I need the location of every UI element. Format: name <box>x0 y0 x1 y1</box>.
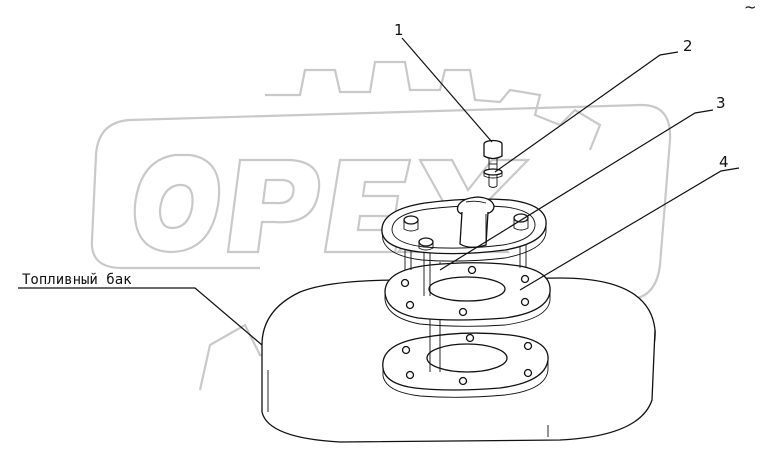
callout-1: 1 <box>394 21 404 39</box>
leader-lines <box>18 37 740 346</box>
washer <box>483 168 503 179</box>
corner-mark: ~ <box>744 0 757 16</box>
lower-flange <box>382 332 549 398</box>
watermark-frame <box>90 103 672 302</box>
callout-3: 3 <box>716 94 726 112</box>
callout-2: 2 <box>683 37 693 55</box>
callout-4: 4 <box>719 153 729 171</box>
fuel-tank-label: Топливный бак <box>22 272 132 288</box>
bolt <box>483 139 503 188</box>
pickup-housing <box>456 196 495 248</box>
